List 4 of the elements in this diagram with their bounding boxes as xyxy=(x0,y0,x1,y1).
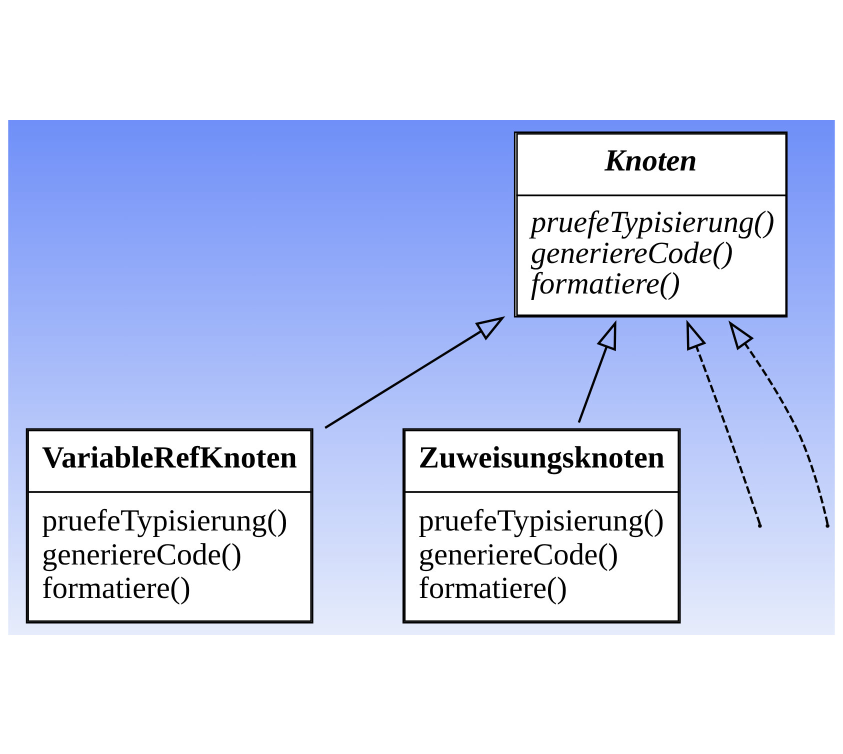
arrow xyxy=(578,320,616,422)
arrow xyxy=(324,316,506,428)
arrow xyxy=(686,319,761,524)
arrow xyxy=(728,320,829,524)
